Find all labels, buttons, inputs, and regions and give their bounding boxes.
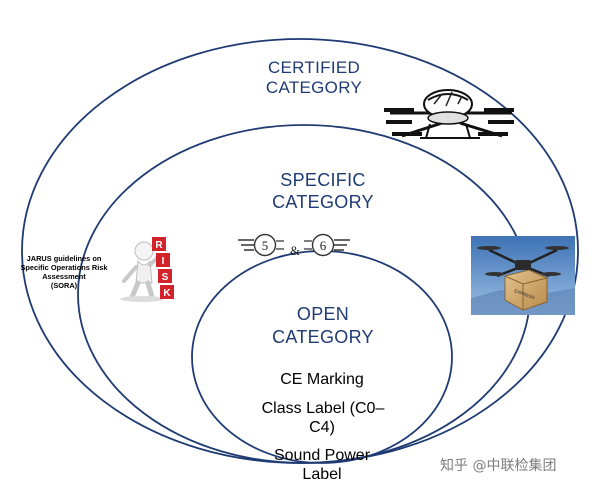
risk-block-i: I [162, 256, 165, 267]
open-title-line1: OPEN [296, 304, 350, 324]
regulation-badges: 5 & 6 [238, 233, 350, 258]
specific-title-line2: CATEGORY [272, 192, 374, 212]
risk-figure-icon: R I S K [120, 237, 174, 302]
certified-category-title: CERTIFIED CATEGORY [250, 58, 378, 98]
badge-5-circle [253, 233, 277, 257]
delivery-drone-photo: EXPRESS [471, 236, 575, 315]
sound-power-line1: Sound Power [273, 447, 371, 464]
open-category-title: OPEN CATEGORY [256, 303, 390, 349]
badge-6-circle [311, 233, 335, 257]
risk-block-k: K [163, 288, 171, 299]
certified-title-line2: CATEGORY [265, 78, 363, 97]
parcel-label: EXPRESS [514, 288, 536, 300]
specific-category-title: SPECIFIC CATEGORY [256, 169, 390, 213]
jarus-line3: Assessment [42, 272, 86, 281]
passenger-drone-icon [384, 89, 514, 139]
certified-title-line1: CERTIFIED [267, 58, 361, 77]
risk-block-r: R [155, 240, 163, 251]
open-title-line2: CATEGORY [272, 327, 374, 347]
jarus-line1: JARUS guidelines on [26, 254, 102, 263]
jarus-line4: (SORA) [50, 281, 78, 290]
sound-power-line2: Label [302, 466, 342, 483]
badge-5-label: 5 [262, 238, 269, 253]
risk-block-s: S [162, 272, 169, 283]
badge-amp-label: & [290, 243, 300, 258]
jarus-sora-text: JARUS guidelines on Specific Operations … [8, 254, 120, 290]
specific-title-line1: SPECIFIC [280, 170, 366, 190]
badge-6-label: 6 [320, 238, 327, 253]
class-label-line1: Class Label (C0– [261, 400, 385, 417]
jarus-line2: Specific Operations Risk [20, 263, 108, 272]
class-label-line2: C4) [309, 419, 335, 436]
watermark-text: 知乎 @中联检集团 [440, 458, 557, 474]
ce-marking-text: CE Marking [280, 371, 364, 388]
